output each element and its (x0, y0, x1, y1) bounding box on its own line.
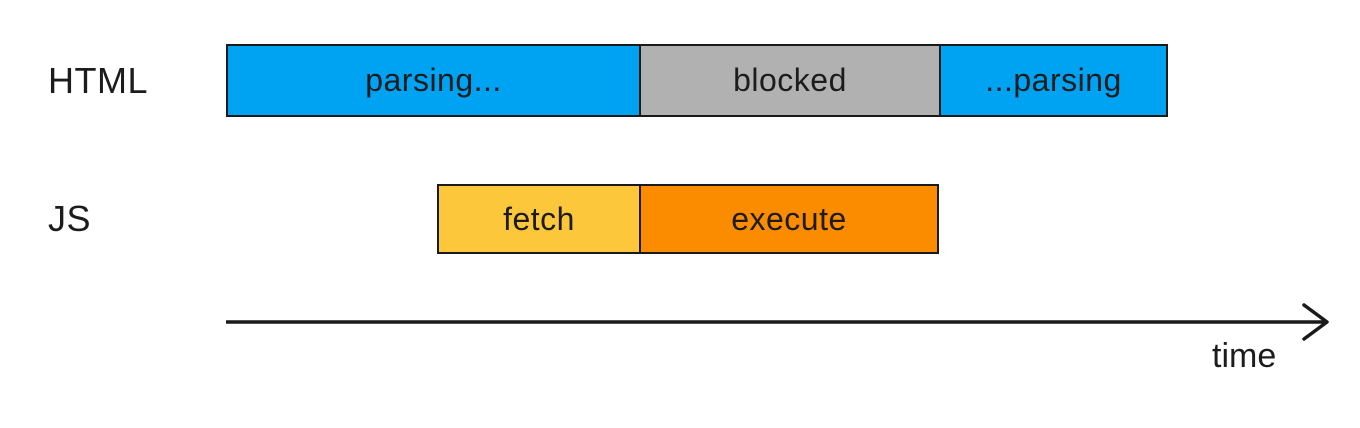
html-timeline-bar: parsing... blocked ...parsing (226, 44, 1168, 117)
time-axis-label: time (1212, 337, 1277, 375)
segment-js-execute: execute (639, 186, 937, 252)
segment-html-blocked: blocked (639, 46, 939, 115)
segment-html-parsing-resume: ...parsing (939, 46, 1166, 115)
js-timeline-bar: fetch execute (437, 184, 939, 254)
segment-js-fetch: fetch (439, 186, 639, 252)
time-axis-arrow (226, 303, 1329, 341)
row-label-js: JS (48, 198, 92, 239)
segment-html-parsing-start: parsing... (228, 46, 639, 115)
row-label-html: HTML (48, 59, 148, 101)
